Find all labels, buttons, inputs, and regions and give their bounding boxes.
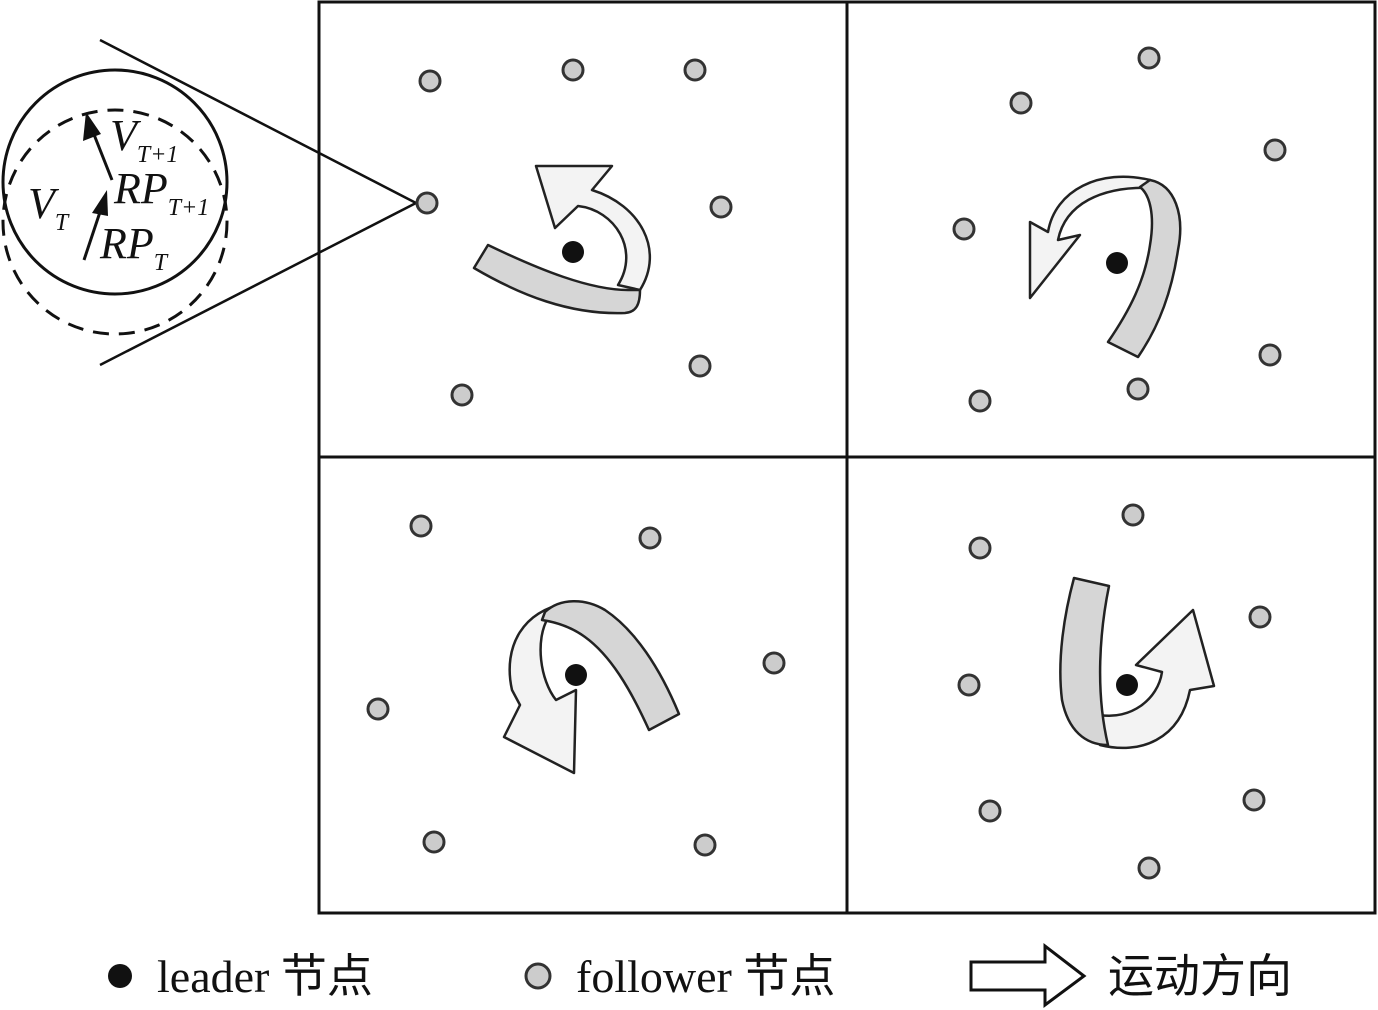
- motion-arrow: [502, 600, 681, 775]
- follower-node: [418, 69, 442, 93]
- legend-direction-label: 运动方向: [1108, 951, 1292, 1002]
- follower-node: [952, 217, 976, 241]
- velocity-arrow-t-shaft: [82, 205, 104, 261]
- follower-node: [683, 58, 707, 82]
- follower-node: [409, 514, 433, 538]
- follower-node: [978, 799, 1002, 823]
- follower-node: [688, 354, 712, 378]
- arrow-head-segment: [534, 164, 651, 292]
- follower-node: [968, 536, 992, 560]
- follower-node: [1121, 503, 1145, 527]
- inset-magnifier: VT+1 RPT+1 VT RPT: [1, 68, 229, 336]
- zoom-line-bottom: [99, 201, 417, 367]
- follower-node: [762, 651, 786, 675]
- follower-node: [1248, 605, 1272, 629]
- follower-node: [1137, 46, 1161, 70]
- follower-node: [1258, 343, 1282, 367]
- velocity-arrow-t1-shaft: [91, 131, 114, 181]
- arrow-head-segment: [1028, 175, 1158, 300]
- arrow-head-segment: [502, 602, 578, 775]
- quadrant-bottom-left: [366, 514, 786, 857]
- follower-node: [693, 833, 717, 857]
- velocity-arrow-t1: [83, 112, 114, 181]
- leader-node: [1116, 674, 1138, 696]
- label-rp-t: RPT: [99, 219, 169, 276]
- arrow-head-segment: [1098, 608, 1216, 750]
- follower-node: [1137, 856, 1161, 880]
- legend-direction-arrow-icon: [969, 942, 1087, 1008]
- follower-node: [1242, 788, 1266, 812]
- leader-node: [1106, 252, 1128, 274]
- leader-node: [565, 664, 587, 686]
- label-v-t1: VT+1: [110, 111, 178, 168]
- motion-arrow: [472, 164, 651, 315]
- follower-node: [709, 195, 733, 219]
- velocity-arrow-t1-head: [83, 112, 101, 141]
- region-grid: [317, 0, 1377, 915]
- follower-node: [968, 389, 992, 413]
- quadrant-top-right: [952, 46, 1287, 413]
- leader-node: [562, 241, 584, 263]
- follower-node: [450, 383, 474, 407]
- arrow-tail-segment: [540, 600, 681, 732]
- label-rp-t1: RPT+1: [113, 164, 209, 221]
- label-v-t: VT: [28, 179, 70, 236]
- follower-node: [957, 673, 981, 697]
- arrow-tail-segment: [1106, 178, 1182, 359]
- motion-arrow: [1059, 576, 1216, 750]
- follower-node: [561, 58, 585, 82]
- follower-node: [1263, 138, 1287, 162]
- quadrant-bottom-right: [957, 503, 1272, 880]
- legend: leader 节点 follower 节点 运动方向: [108, 942, 1292, 1008]
- legend-follower-label: follower 节点: [576, 951, 835, 1002]
- zoom-line-top: [99, 38, 417, 205]
- arrow-tail-segment: [472, 243, 642, 315]
- follower-node: [415, 191, 439, 215]
- follower-node: [1126, 377, 1150, 401]
- follower-node: [638, 526, 662, 550]
- arrow-tail-segment: [1059, 576, 1111, 747]
- velocity-arrow-t: [82, 190, 108, 261]
- quadrant-top-left: [415, 58, 733, 407]
- motion-arrow: [1028, 175, 1182, 359]
- follower-node: [1009, 91, 1033, 115]
- legend-leader-marker: [108, 964, 132, 988]
- legend-follower-marker: [524, 962, 552, 990]
- legend-leader-label: leader 节点: [157, 951, 373, 1002]
- zoom-lines: [99, 38, 417, 367]
- inset-circle-previous: [1, 108, 229, 336]
- follower-node: [366, 697, 390, 721]
- velocity-arrow-t-head: [92, 190, 108, 216]
- follower-node: [422, 830, 446, 854]
